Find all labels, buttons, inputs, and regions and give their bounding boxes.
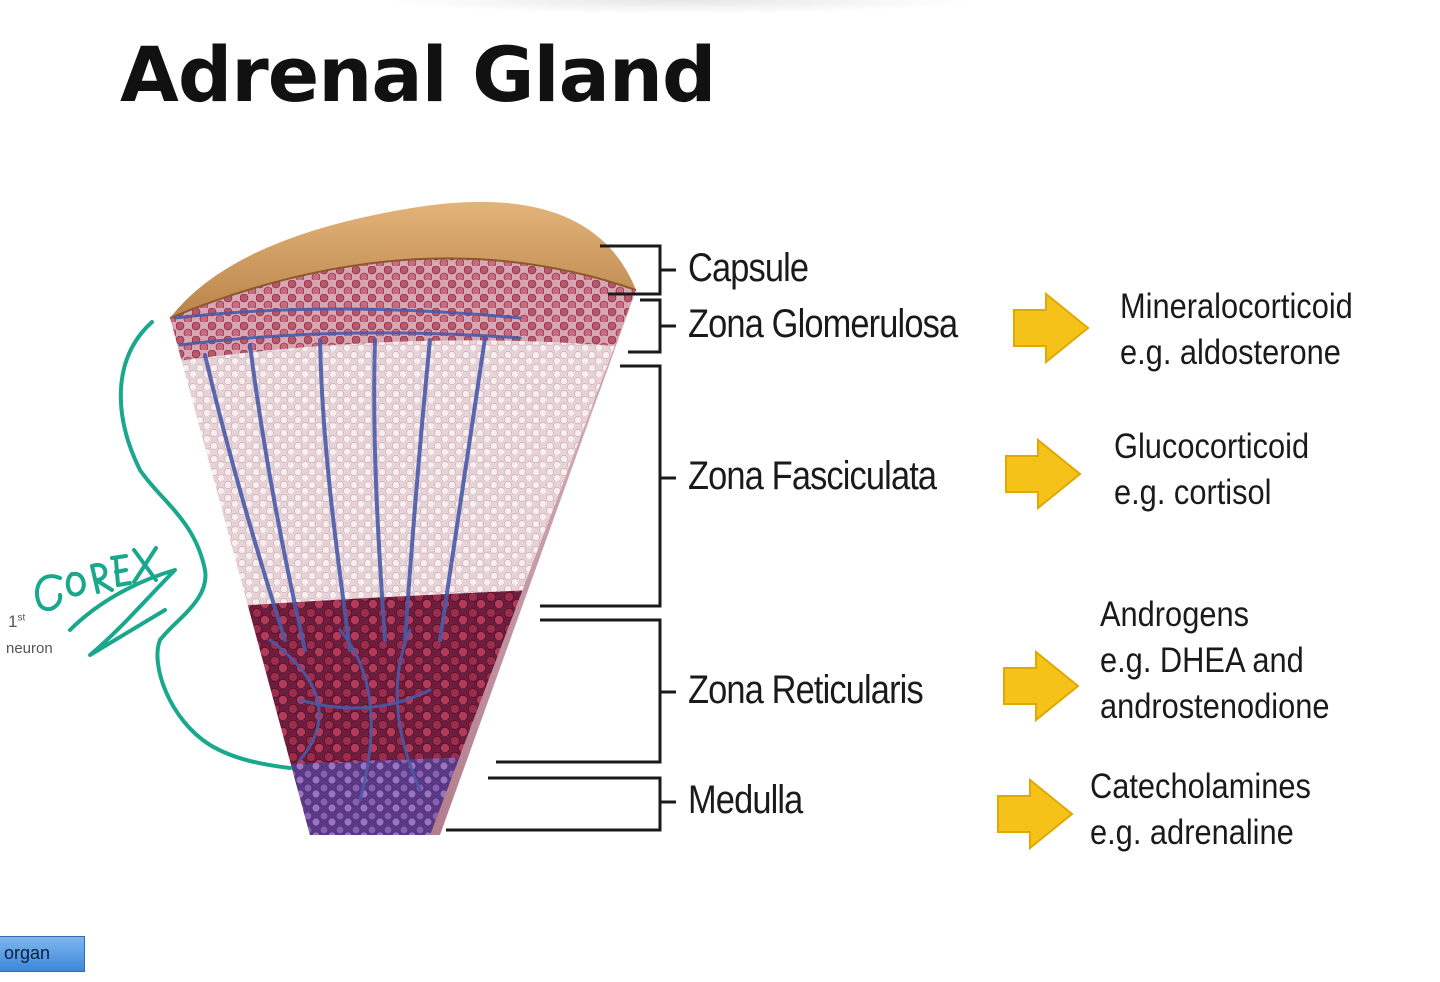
- hormone-catecholamines: Catecholamines e.g. adrenaline: [1090, 764, 1311, 856]
- arrow-reticularis: [1003, 649, 1080, 723]
- bracket-medulla: [446, 776, 676, 832]
- hormone-class: Androgens: [1100, 595, 1249, 634]
- cortex-brace: [118, 320, 292, 770]
- zone-brackets: [446, 244, 676, 832]
- arrow-fasciculata: [1005, 437, 1082, 511]
- bracket-fasciculata: [540, 364, 676, 608]
- side-note-ordinal: 1st: [8, 612, 26, 631]
- hormone-example: e.g. DHEA and: [1100, 641, 1304, 680]
- handwritten-cortex-annotation: [34, 320, 292, 770]
- hormone-class: Mineralocorticoid: [1120, 287, 1353, 326]
- hormone-mineralocorticoid: Mineralocorticoid e.g. aldosterone: [1120, 284, 1353, 376]
- label-zona-reticularis: Zona Reticularis: [688, 668, 924, 712]
- organ-tab[interactable]: t organ: [0, 936, 85, 972]
- bracket-reticularis: [496, 618, 676, 764]
- label-capsule: Capsule: [688, 246, 809, 290]
- bracket-capsule: [600, 244, 676, 296]
- hormone-example-continued: androstenodione: [1100, 687, 1330, 726]
- hormone-example: e.g. aldosterone: [1120, 333, 1341, 372]
- label-medulla: Medulla: [688, 778, 803, 822]
- hormone-class: Catecholamines: [1090, 767, 1311, 806]
- hormone-class: Glucocorticoid: [1114, 427, 1310, 466]
- hormone-arrows: [997, 291, 1090, 851]
- label-zona-glomerulosa: Zona Glomerulosa: [688, 302, 958, 346]
- bracket-glomerulosa: [628, 298, 676, 354]
- hormone-glucocorticoid: Glucocorticoid e.g. cortisol: [1114, 424, 1309, 516]
- hormone-example: e.g. adrenaline: [1090, 813, 1294, 852]
- slide-title: Adrenal Gland: [120, 30, 716, 119]
- arrow-glomerulosa: [1013, 291, 1090, 365]
- side-note-neuron: neuron: [6, 640, 53, 657]
- hormone-androgens: Androgens e.g. DHEA and androstenodione: [1100, 592, 1329, 730]
- window-top-shadow: [380, 0, 980, 14]
- arrow-medulla: [997, 777, 1074, 851]
- hormone-example: e.g. cortisol: [1114, 473, 1272, 512]
- label-zona-fasciculata: Zona Fasciculata: [688, 454, 937, 498]
